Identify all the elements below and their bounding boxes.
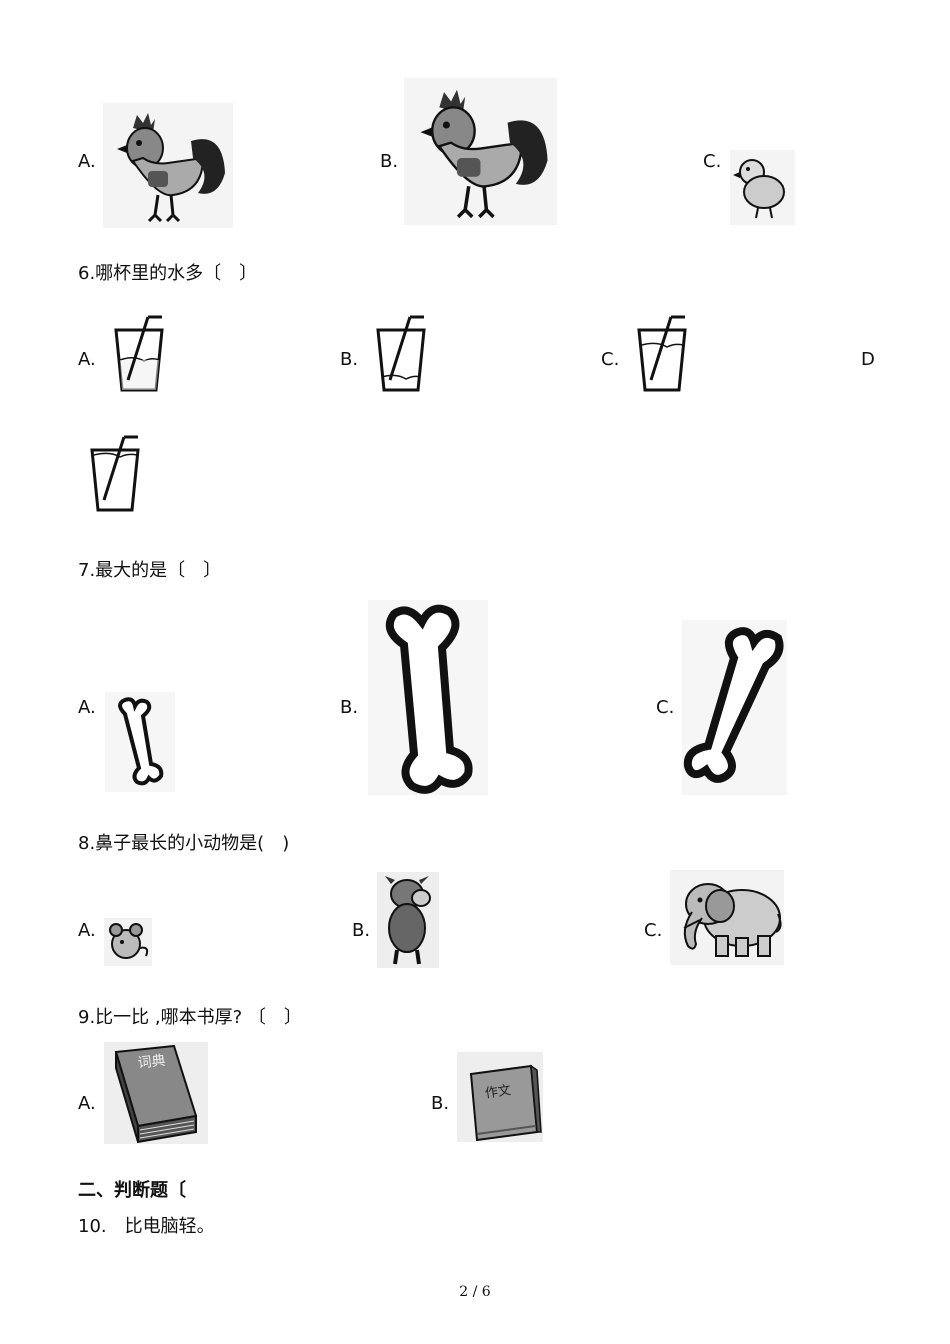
q9-option-a-label: A. — [78, 1093, 96, 1114]
q8-option-a-label: A. — [78, 920, 96, 941]
cup-with-straw-icon — [637, 315, 687, 392]
question-10-text: 10. 比电脑轻。 — [78, 1216, 215, 1237]
q6-option-c-label: C. — [601, 349, 620, 370]
q5-option-c-label: C. — [703, 151, 722, 172]
question-9-title: 9.比一比 ,哪本书厚? 〔 〕 — [78, 1007, 302, 1028]
pig-icon — [377, 872, 439, 968]
rooster-icon — [103, 103, 233, 228]
bone-icon — [368, 600, 488, 795]
question-8-title: 8.鼻子最长的小动物是( ) — [78, 833, 290, 854]
question-6-title: 6.哪杯里的水多〔 〕 — [78, 263, 258, 284]
q6-option-a-label: A. — [78, 349, 96, 370]
q6-option-d-label: D — [861, 349, 875, 370]
cup-with-straw-icon — [114, 315, 164, 392]
bone-icon — [682, 620, 787, 795]
elephant-icon — [670, 870, 784, 965]
composition-book-icon: 作文 — [457, 1052, 543, 1142]
q8-option-b-label: B. — [352, 920, 371, 941]
page-number: 2 / 6 — [459, 1284, 491, 1300]
q7-option-b-label: B. — [340, 697, 359, 718]
section-2-heading: 二、判断题〔 — [78, 1180, 186, 1201]
q8-option-c-label: C. — [644, 920, 663, 941]
q6-option-b-label: B. — [340, 349, 359, 370]
composition-cover-text: 作文 — [484, 1083, 512, 1101]
q7-option-c-label: C. — [656, 697, 675, 718]
bone-icon — [105, 692, 175, 792]
question-7-title: 7.最大的是〔 〕 — [78, 560, 222, 581]
cup-with-straw-icon — [376, 315, 426, 392]
q5-option-a-label: A. — [78, 151, 96, 172]
chick-icon — [730, 150, 795, 225]
mouse-icon — [104, 918, 152, 966]
q9-option-b-label: B. — [431, 1093, 450, 1114]
cup-with-straw-icon — [90, 435, 140, 512]
rooster-icon — [404, 77, 557, 226]
q5-option-b-label: B. — [380, 151, 399, 172]
dictionary-book-icon: 词典 — [104, 1042, 208, 1144]
q7-option-a-label: A. — [78, 697, 96, 718]
dictionary-cover-text: 词典 — [137, 1053, 167, 1072]
